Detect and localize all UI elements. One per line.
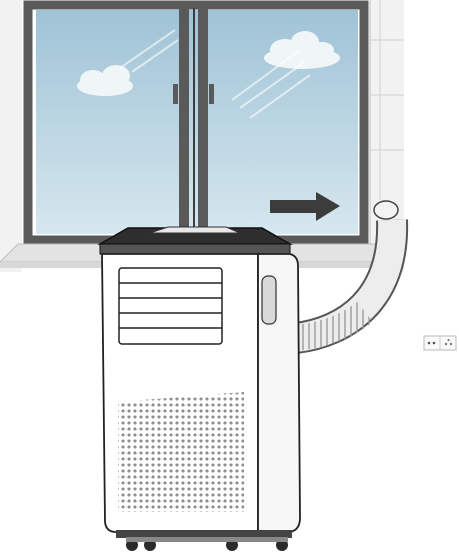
- unit-intake-grille: [118, 392, 244, 512]
- unit-wheels: [126, 537, 288, 551]
- wall-outlet-icon: [424, 336, 456, 350]
- wall-left: [0, 0, 22, 272]
- window-handle: [173, 84, 178, 104]
- unit-side-handle: [262, 276, 276, 324]
- unit-base: [116, 530, 292, 538]
- portable-air-conditioner: [100, 227, 300, 551]
- hose-window-adapter: [374, 201, 398, 219]
